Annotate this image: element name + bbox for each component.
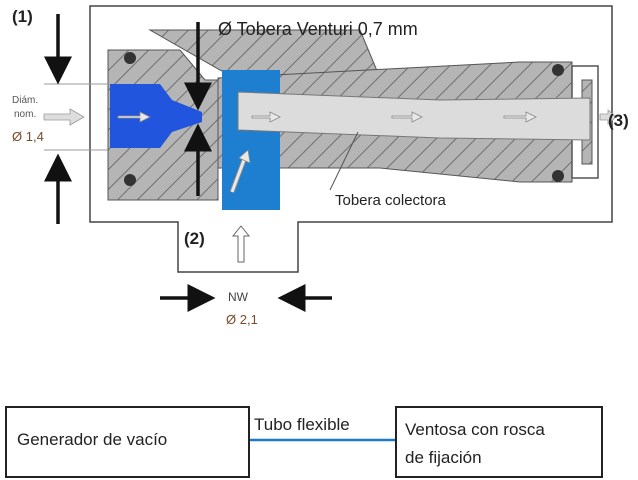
nw-value: Ø 2,1 xyxy=(226,312,258,327)
diam-label-line2: nom. xyxy=(14,109,37,120)
port-label-1: (1) xyxy=(12,7,33,26)
outlet-arrow xyxy=(599,109,617,125)
inlet-arrow xyxy=(43,108,85,126)
diam-value: Ø 1,4 xyxy=(12,129,44,144)
tobera-colectora-label: Tobera colectora xyxy=(335,192,446,209)
o-ring xyxy=(552,64,564,76)
suction-cup-box: Ventosa con rosca de fijación xyxy=(395,406,603,478)
port-label-2: (2) xyxy=(184,229,205,248)
suction-cup-label-2: de fijación xyxy=(405,448,482,467)
housing-outline xyxy=(89,5,613,273)
diam-label-line1: Diám. xyxy=(12,95,39,106)
generator-label: Generador de vacío xyxy=(17,430,168,449)
hose-label: Tubo flexible xyxy=(254,415,350,434)
tobera-venturi-label: Ø Tobera Venturi 0,7 mm xyxy=(218,19,418,39)
suction-cup-label-1: Ventosa con rosca xyxy=(405,420,545,439)
vacuum-inlet-arrow xyxy=(231,225,251,263)
port-label-3: (3) xyxy=(608,111,629,130)
generator-box: Generador de vacío xyxy=(5,406,250,478)
o-ring xyxy=(552,170,564,182)
o-ring xyxy=(124,174,136,186)
nw-label: NW xyxy=(228,290,248,304)
o-ring xyxy=(124,52,136,64)
inlet-chamber xyxy=(110,84,202,148)
